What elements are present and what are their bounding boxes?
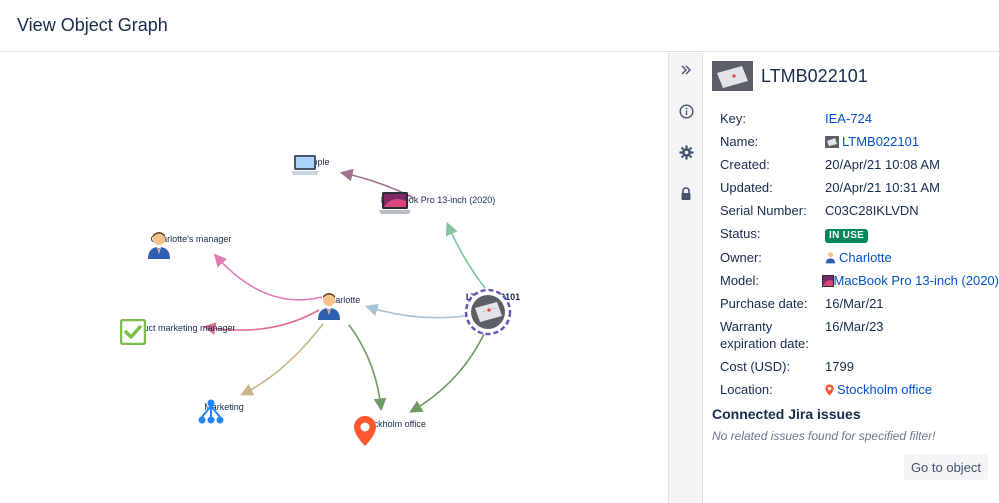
org-chart-icon: [198, 399, 224, 424]
attr-label: Owner:: [720, 250, 762, 265]
model-text: MacBook Pro 13-inch (2020): [833, 273, 999, 288]
owner-text: Charlotte: [839, 250, 892, 265]
settings-icon[interactable]: [678, 144, 694, 160]
attr-row-serial: Serial Number: C03C28IKLVDN: [720, 202, 999, 219]
attr-value: 16/Mar/23: [825, 319, 884, 334]
attr-value: 1799: [825, 359, 854, 374]
attr-label: Updated:: [720, 180, 773, 195]
attr-row-owner: Owner: Charlotte: [720, 249, 999, 266]
attr-row-cost: Cost (USD): 1799: [720, 358, 999, 375]
model-link[interactable]: MacBook Pro 13-inch (2020): [821, 272, 999, 289]
attr-row-model: Model: MacBook Pro 13-inch (2020): [720, 272, 999, 289]
connected-issues-empty: No related issues found for specified fi…: [712, 429, 936, 443]
edge-charlotte-marketing: [240, 323, 324, 396]
info-icon[interactable]: [678, 103, 694, 119]
attr-value: 20/Apr/21 10:08 AM: [825, 157, 940, 172]
object-title: LTMB022101: [761, 65, 868, 86]
lock-icon[interactable]: [678, 186, 694, 202]
node-stockholm-office[interactable]: Stockholm office: [353, 415, 433, 446]
attr-row-status: Status: IN USE: [720, 225, 999, 243]
attr-row-name: Name: LTMB022101: [720, 133, 999, 150]
attr-row-key: Key: IEA-724: [720, 110, 999, 127]
attr-label: Status:: [720, 226, 761, 241]
node-label-stockholm-office: Stockholm office: [360, 419, 426, 429]
expand-icon[interactable]: [678, 62, 694, 78]
attr-row-updated: Updated: 20/Apr/21 10:31 AM: [720, 179, 999, 196]
checkbox-icon: [120, 319, 146, 345]
node-label-product-marketing-manager: Product marketing manager: [124, 323, 236, 333]
object-graph-canvas[interactable]: Apple MacBook Pro 13-inch (2020) Charlot…: [0, 53, 668, 503]
node-label-charlottes-manager: Charlotte's manager: [150, 234, 232, 244]
laptop-icon: [291, 155, 319, 175]
attr-label: Location:: [720, 382, 773, 397]
panel-header: LTMB022101: [712, 61, 868, 91]
attr-label: Model:: [720, 273, 760, 288]
location-pin-icon: [825, 384, 834, 396]
attr-row-created: Created: 20/Apr/21 10:08 AM: [720, 156, 999, 173]
owner-link[interactable]: Charlotte: [825, 249, 999, 266]
object-name-link[interactable]: LTMB022101: [825, 133, 999, 150]
person-icon: [148, 232, 170, 259]
macbook-icon: [379, 192, 411, 214]
attr-value: 20/Apr/21 10:31 AM: [825, 180, 940, 195]
page-title: View Object Graph: [17, 15, 168, 35]
node-ltmb022101[interactable]: LTMB022101: [462, 288, 524, 336]
laptop-photo-icon: [825, 136, 839, 148]
node-charlottes-manager[interactable]: Charlotte's manager: [146, 230, 236, 259]
edge-charlotte-manager: [213, 253, 323, 301]
page-header: View Object Graph: [0, 0, 999, 52]
object-attributes: Key: IEA-724 Name: LTMB022101 Created: 2…: [720, 110, 999, 404]
node-marketing[interactable]: Marketing: [197, 398, 251, 424]
status-badge: IN USE: [825, 229, 869, 243]
attr-label: Serial Number:: [720, 203, 807, 218]
edge-charlotte-pmm: [202, 309, 320, 335]
person-icon: [318, 293, 340, 320]
node-macbook[interactable]: MacBook Pro 13-inch (2020): [378, 191, 498, 214]
attr-label: Purchase date:: [720, 296, 808, 311]
location-text: Stockholm office: [837, 382, 933, 397]
attr-label: Warranty expiration date:: [720, 319, 809, 351]
edge-ltmb-charlotte: [364, 303, 472, 319]
attr-label: Key:: [720, 111, 747, 126]
attr-row-warranty: Warranty expiration date: 16/Mar/23: [720, 318, 999, 352]
object-name-text: LTMB022101: [842, 134, 920, 149]
attr-label: Cost (USD):: [720, 359, 791, 374]
edge-ltmb-stockholm: [409, 333, 485, 413]
object-thumbnail: [712, 61, 753, 91]
attr-value: 16/Mar/21: [825, 296, 884, 311]
location-link[interactable]: Stockholm office: [825, 381, 999, 398]
person-icon: [825, 252, 836, 264]
panel-toolbar: [668, 53, 703, 503]
object-detail-panel: LTMB022101 Key: IEA-724 Name: LTMB022101…: [704, 53, 999, 503]
attr-row-purchase: Purchase date: 16/Mar/21: [720, 295, 999, 312]
go-to-object-button[interactable]: Go to object: [904, 454, 988, 480]
connected-issues-heading: Connected Jira issues: [712, 406, 861, 422]
node-label-charlotte: Charlotte: [323, 295, 361, 305]
laptop-photo-icon: [464, 288, 512, 336]
node-label-marketing: Marketing: [204, 402, 244, 412]
graph-edges: [202, 168, 486, 413]
node-product-marketing-manager[interactable]: Product marketing manager: [120, 319, 240, 345]
macbook-icon: [821, 275, 834, 287]
attr-label: Name:: [720, 134, 759, 149]
node-apple[interactable]: Apple: [290, 153, 346, 175]
attr-value: C03C28IKLVDN: [825, 203, 919, 218]
object-key-link[interactable]: IEA-724: [825, 111, 872, 126]
attr-label: Created:: [720, 157, 770, 172]
node-label-macbook: MacBook Pro 13-inch (2020): [380, 195, 496, 205]
attr-row-location: Location: Stockholm office: [720, 381, 999, 398]
edge-charlotte-stockholm: [348, 324, 387, 412]
location-pin-icon: [354, 416, 376, 446]
edge-ltmb-macbook: [445, 222, 486, 289]
node-charlotte[interactable]: Charlotte: [316, 291, 368, 320]
node-label-apple: Apple: [306, 157, 330, 167]
